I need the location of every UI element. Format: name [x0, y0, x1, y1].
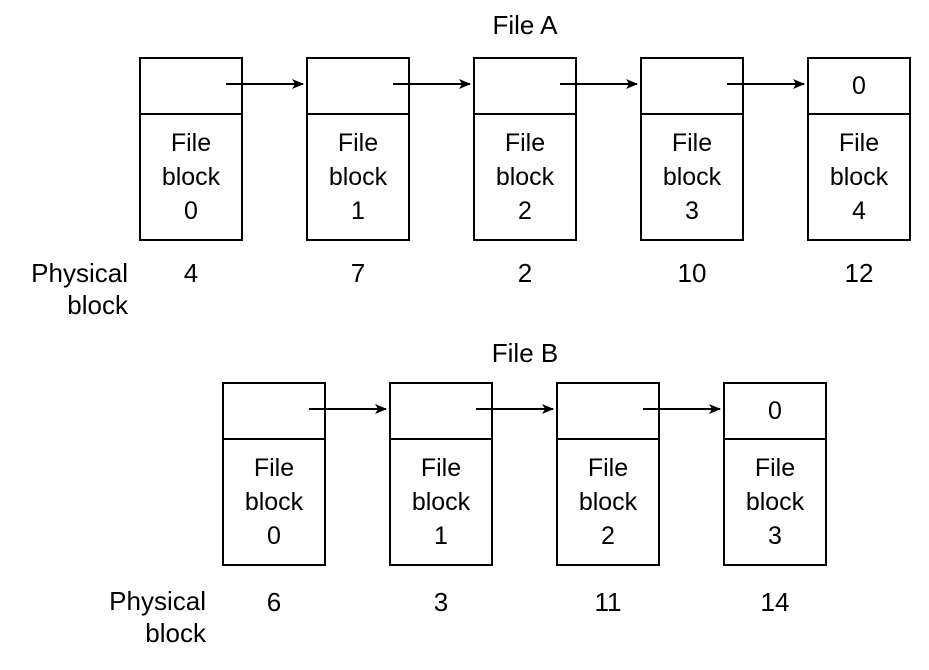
- physical-label-line2: block: [67, 290, 128, 320]
- physical-label-line1: Physical: [109, 586, 206, 616]
- pointer-cell: [558, 384, 658, 440]
- file-b-block-3: 0 File block 3: [723, 382, 827, 566]
- file-b-physical-3: 14: [760, 587, 790, 617]
- file-a-title: File A: [492, 10, 558, 40]
- block-label-line2: block: [829, 163, 889, 191]
- block-index: 3: [685, 197, 699, 225]
- block-label-line1: File: [838, 129, 880, 157]
- pointer-cell: [308, 59, 408, 115]
- file-a-physical-0: 4: [183, 258, 199, 288]
- block-index: 2: [601, 522, 615, 550]
- block-label-line1: File: [504, 129, 546, 157]
- block-label-line1: File: [671, 129, 713, 157]
- file-a-physical-label: Physical block: [0, 257, 128, 321]
- pointer-cell: [224, 384, 324, 440]
- file-a-physical-2: 2: [517, 258, 533, 288]
- block-label-line2: block: [244, 488, 304, 516]
- block-body: File block 3: [642, 115, 742, 239]
- block-label-line1: File: [587, 454, 629, 482]
- file-a-physical-3: 10: [677, 258, 707, 288]
- pointer-cell: [642, 59, 742, 115]
- block-body: File block 3: [725, 440, 825, 564]
- block-label-line2: block: [495, 163, 555, 191]
- pointer-cell: [391, 384, 491, 440]
- file-b-physical-0: 6: [266, 587, 282, 617]
- block-label-line2: block: [411, 488, 471, 516]
- block-label-line2: block: [328, 163, 388, 191]
- file-b-block-2: File block 2: [556, 382, 660, 566]
- file-a-physical-1: 7: [350, 258, 366, 288]
- block-label-line1: File: [170, 129, 212, 157]
- file-b-block-1: File block 1: [389, 382, 493, 566]
- file-a-block-4: 0 File block 4: [807, 57, 911, 241]
- file-a-physical-4: 12: [844, 258, 874, 288]
- block-body: File block 1: [391, 440, 491, 564]
- file-a-block-1: File block 1: [306, 57, 410, 241]
- file-b-block-0: File block 0: [222, 382, 326, 566]
- block-label-line1: File: [754, 454, 796, 482]
- block-label-line1: File: [420, 454, 462, 482]
- block-index: 2: [518, 197, 532, 225]
- file-a-block-0: File block 0: [139, 57, 243, 241]
- pointer-cell: 0: [725, 384, 825, 440]
- physical-label-line2: block: [145, 618, 206, 648]
- block-body: File block 1: [308, 115, 408, 239]
- block-body: File block 2: [475, 115, 575, 239]
- file-b-physical-2: 11: [594, 587, 622, 617]
- block-index: 1: [434, 522, 448, 550]
- block-label-line2: block: [662, 163, 722, 191]
- pointer-cell: 0: [809, 59, 909, 115]
- file-b-physical-label: Physical block: [66, 585, 206, 649]
- block-body: File block 2: [558, 440, 658, 564]
- pointer-cell: [141, 59, 241, 115]
- file-a-block-3: File block 3: [640, 57, 744, 241]
- pointer-cell: [475, 59, 575, 115]
- block-label-line1: File: [337, 129, 379, 157]
- block-label-line2: block: [578, 488, 638, 516]
- block-index: 1: [351, 197, 365, 225]
- block-body: File block 0: [224, 440, 324, 564]
- block-body: File block 0: [141, 115, 241, 239]
- file-a-block-2: File block 2: [473, 57, 577, 241]
- block-index: 3: [768, 522, 782, 550]
- block-label-line2: block: [161, 163, 221, 191]
- file-b-physical-1: 3: [433, 587, 449, 617]
- block-body: File block 4: [809, 115, 909, 239]
- block-index: 0: [184, 197, 198, 225]
- block-index: 0: [267, 522, 281, 550]
- file-b-title: File B: [491, 338, 559, 368]
- physical-label-line1: Physical: [31, 258, 128, 288]
- block-label-line2: block: [745, 488, 805, 516]
- block-label-line1: File: [253, 454, 295, 482]
- block-index: 4: [852, 197, 866, 225]
